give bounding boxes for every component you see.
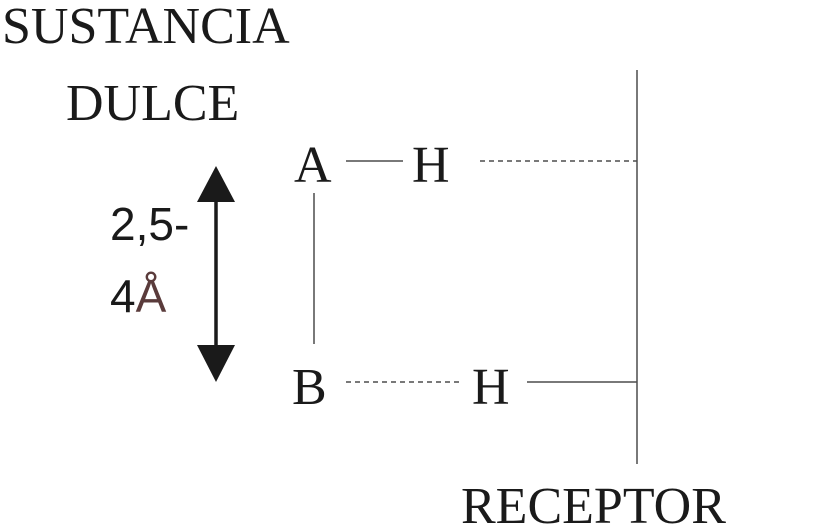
arrow-up-icon [197, 166, 235, 202]
atom-h-bottom: H [472, 359, 510, 416]
distance-value-line-2: 4Å [110, 270, 167, 322]
receptor-label: RECEPTOR [461, 478, 726, 527]
distance-arrow [197, 166, 235, 382]
atom-h-top: H [412, 137, 450, 194]
distance-value-line-1: 2,5- [110, 198, 189, 250]
title-line-2: DULCE [66, 75, 239, 132]
distance-value-number: 4 [110, 270, 136, 322]
atom-a: A [294, 137, 332, 194]
atom-b: B [292, 359, 327, 416]
title-line-1: SUSTANCIA [2, 0, 290, 55]
arrow-down-icon [197, 345, 235, 382]
distance-value-unit: Å [136, 270, 167, 322]
